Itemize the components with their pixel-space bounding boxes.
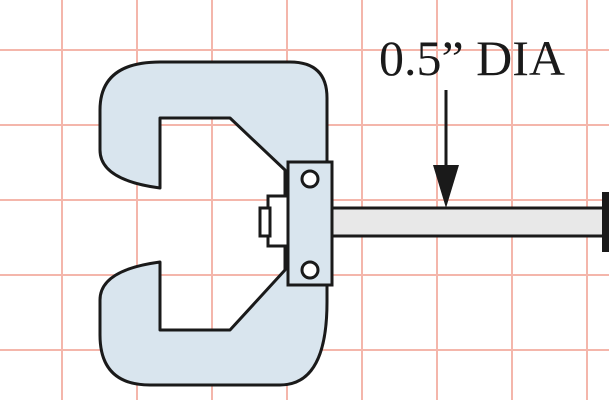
rod-end-cap [602,192,609,252]
bolt-hole-bottom [300,260,320,280]
clamp-body [98,60,329,387]
bolt-hole-top [300,169,320,189]
rod [330,206,609,238]
dimension-arrowhead [433,165,459,208]
clamp-stem-cap [258,206,272,238]
dimension-label: 0.5” DIA [379,30,565,86]
